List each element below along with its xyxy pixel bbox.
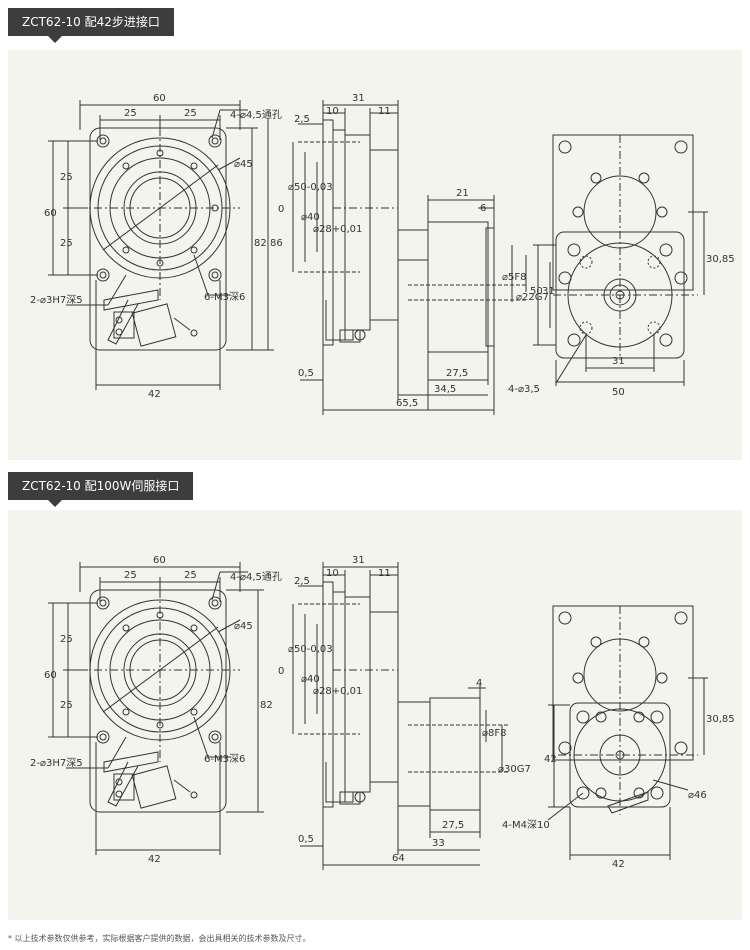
dim-d28: ⌀28+0,01 [313,224,362,235]
motor-view [552,134,698,360]
thread-note: 6-M3深6 [204,753,245,765]
dim-d22: ⌀22G7 [516,292,549,303]
dim-25-b: 25 [184,570,197,581]
motor-w42: 42 [612,859,625,870]
hole-note: 4-⌀4,5通孔 [230,109,282,121]
dim-86: 86 [270,238,283,249]
footnote: * 以上技术参数仅供参考，实际根据客户提供的数据，会出具相关的技术参数及尺寸。 [8,934,311,943]
dim-d30: ⌀30G7 [498,764,531,775]
dim-31: 31 [352,555,365,566]
pin-note: 2-⌀3H7深5 [30,757,83,769]
side-dimensions [292,100,528,415]
dim-42: 42 [148,854,161,865]
dim-25-h-a: 25 [60,172,73,183]
dim-d50: ⌀50-0,03 [288,182,333,193]
dim-60-w: 60 [153,555,166,566]
dim-2-5: 2,5 [294,114,310,125]
dim-zero: 0 [278,204,284,215]
dim-33: 33 [432,838,445,849]
motor-d46: ⌀46 [688,790,707,801]
motor-dimensions [547,677,708,860]
dim-4: 4 [476,678,482,689]
front-dimensions [48,562,264,855]
dim-d28: ⌀28+0,01 [313,686,362,697]
front-view [78,589,240,813]
dim-10: 10 [326,106,339,117]
dim-31: 31 [352,93,365,104]
dim-25-a: 25 [124,570,137,581]
technical-drawing-servo: 60 25 25 4-⌀4,5通孔 ⌀45 60 25 25 2-⌀3H7深5 … [30,555,735,870]
hole-note: 4-⌀4,5通孔 [230,571,282,583]
dim-27-5: 27,5 [446,368,468,379]
dim-60-h: 60 [44,208,57,219]
motor-w31: 31 [612,356,625,367]
dim-zero: 0 [278,666,284,677]
motor-w50: 50 [612,387,625,398]
dia-45: ⌀45 [234,159,253,170]
side-view [298,119,495,353]
section-title-stepper: ZCT62-10 配42步进接口 [8,8,174,43]
motor-h31: 31 [542,286,555,297]
dim-d40: ⌀40 [301,674,320,685]
dim-82: 82 [254,238,267,249]
dim-0-5: 0,5 [298,368,314,379]
motor-h42: 42 [544,754,557,765]
dim-6: 6 [480,203,486,214]
labels: 60 25 25 4-⌀4,5通孔 ⌀45 60 25 25 2-⌀3H7深5 … [30,93,735,409]
dim-42: 42 [148,389,161,400]
dim-25-a: 25 [124,108,137,119]
dim-60-w: 60 [153,93,166,104]
dia-45: ⌀45 [234,621,253,632]
thread-note: 6-M3深6 [204,291,245,303]
labels: 60 25 25 4-⌀4,5通孔 ⌀45 60 25 25 2-⌀3H7深5 … [30,555,735,870]
dim-10: 10 [326,568,339,579]
dim-25-h-b: 25 [60,700,73,711]
dim-82: 82 [260,700,273,711]
dim-d50: ⌀50-0,03 [288,644,333,655]
motor-h30-85: 30,85 [706,254,735,265]
dim-27-5: 27,5 [442,820,464,831]
dim-25-h-b: 25 [60,238,73,249]
front-dimensions [48,100,274,390]
motor-h50: 50 [530,286,543,297]
motor-holes: 4-M4深10 [502,819,550,831]
drawing-panel-servo: 60 25 25 4-⌀4,5通孔 ⌀45 60 25 25 2-⌀3H7深5 … [8,510,742,920]
section-title-servo: ZCT62-10 配100W伺服接口 [8,472,194,507]
dim-64: 64 [392,853,405,864]
dim-d5: ⌀5F8 [502,272,527,283]
motor-view [552,605,698,815]
dim-d8: ⌀8F8 [482,728,507,739]
dim-11: 11 [378,106,391,117]
technical-drawing-stepper: 60 25 25 4-⌀4,5通孔 ⌀45 60 25 25 2-⌀3H7深5 … [30,93,735,415]
dim-d40: ⌀40 [301,212,320,223]
dim-11: 11 [378,568,391,579]
side-view [298,581,481,811]
dim-21: 21 [456,188,469,199]
dim-34-5: 34,5 [434,384,456,395]
pin-note: 2-⌀3H7深5 [30,294,83,306]
dim-60-h: 60 [44,670,57,681]
dim-65-5: 65,5 [396,398,418,409]
dim-0-5: 0,5 [298,834,314,845]
dim-25-h-a: 25 [60,634,73,645]
dim-2-5: 2,5 [294,576,310,587]
motor-dimensions [533,211,708,386]
front-view [78,127,240,351]
drawing-panel-stepper: 60 25 25 4-⌀4,5通孔 ⌀45 60 25 25 2-⌀3H7深5 … [8,50,742,460]
motor-holes: 4-⌀3,5 [508,384,540,395]
dim-25-b: 25 [184,108,197,119]
side-dimensions [292,562,508,870]
motor-h30-85: 30,85 [706,714,735,725]
